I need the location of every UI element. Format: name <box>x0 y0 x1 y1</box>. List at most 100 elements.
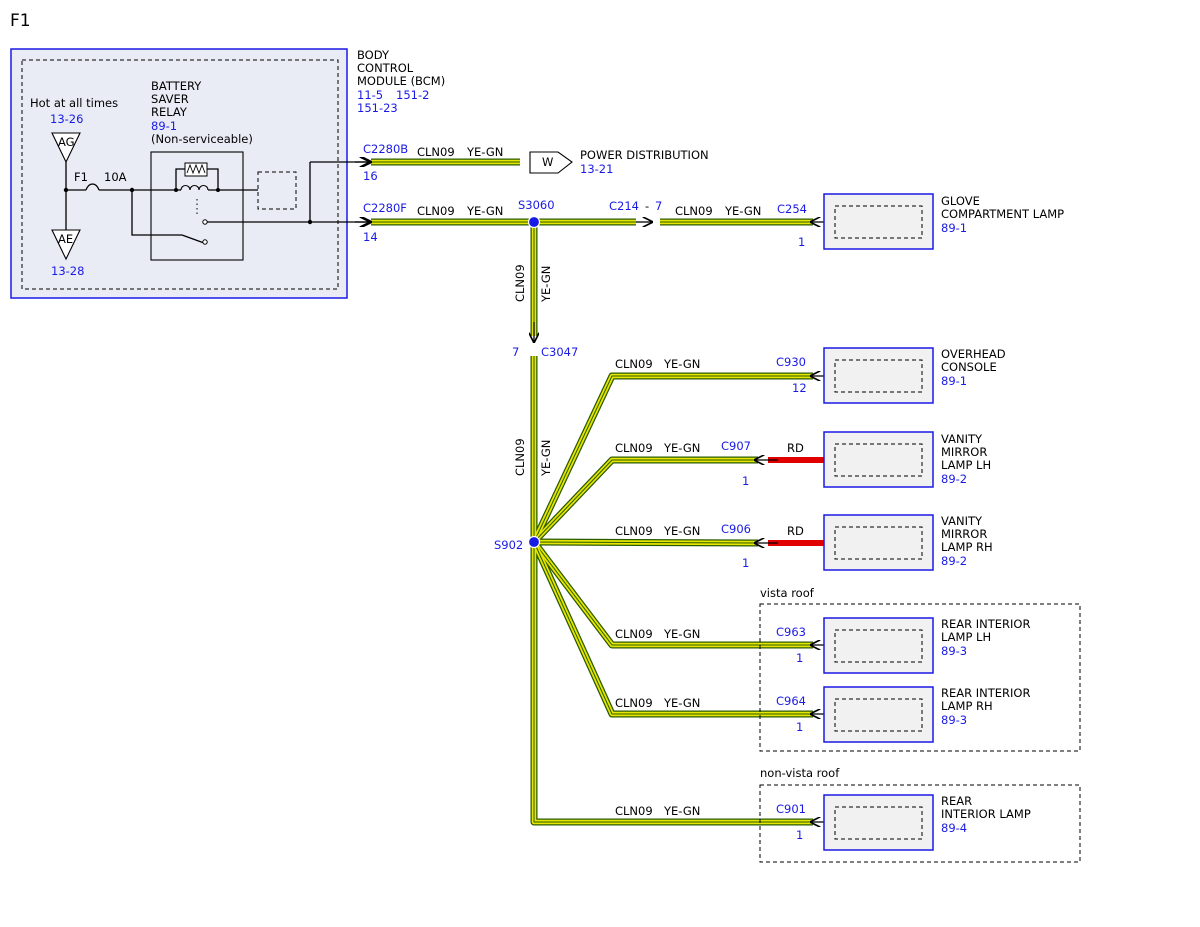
component-name-1: REAR <box>941 794 972 808</box>
component-name-1: OVERHEAD <box>941 347 1006 361</box>
connector-c3047-pin: 7 <box>512 345 519 359</box>
bcm-ref-2[interactable]: 151-2 <box>396 88 429 102</box>
bcm-ref-3[interactable]: 151-23 <box>357 101 398 115</box>
component-ref[interactable]: 89-1 <box>941 374 967 388</box>
component-name-1: VANITY <box>941 514 983 528</box>
connector-c964[interactable]: C964 <box>776 694 806 708</box>
non-vista-roof-label: non-vista roof <box>760 766 840 780</box>
wire-circuit-label: CLN09 <box>615 524 653 538</box>
component-ref[interactable]: 89-4 <box>941 821 967 835</box>
wire-stripe <box>533 459 758 543</box>
component-name-2: LAMP LH <box>941 630 991 644</box>
connector-c3047[interactable]: C3047 <box>541 345 578 359</box>
page-title: F1 <box>10 11 31 31</box>
relay-resistor-zigzag <box>186 163 206 175</box>
connector-c963[interactable]: C963 <box>776 625 806 639</box>
bcm-ref-1[interactable]: 11-5 <box>357 88 383 102</box>
component-rear-interior-lamp-lh[interactable]: REAR INTERIOR LAMP LH 89-3 <box>823 617 1030 674</box>
bcm-module: BODY CONTROL MODULE (BCM) 11-5 151-2 151… <box>10 48 445 299</box>
power-distribution-symbol[interactable] <box>529 151 573 174</box>
wire-color-label: YE-GN <box>724 204 761 218</box>
wire-circuit-label: CLN09 <box>615 696 653 710</box>
component-inner <box>834 359 923 393</box>
component-name-2: MIRROR <box>941 527 987 541</box>
hot-at-all-times-label: Hot at all times <box>30 96 118 110</box>
wire-red-vanity-lh[interactable] <box>768 457 826 463</box>
junction-dot <box>216 188 220 192</box>
red-wire-color-label: RD <box>787 441 804 455</box>
component-inner <box>834 629 923 663</box>
internal-dashed-box <box>257 171 297 210</box>
component-rear-interior-lamp[interactable]: REAR INTERIOR LAMP 89-4 <box>823 794 1031 851</box>
wire-circuit-label: CLN09 <box>417 145 455 159</box>
component-ref[interactable]: 89-1 <box>941 221 967 235</box>
wire-color-label: YE-GN <box>663 441 700 455</box>
relay-ref[interactable]: 89-1 <box>151 119 177 133</box>
connector-c963-pin: 1 <box>796 651 803 665</box>
splice-s902[interactable] <box>527 535 541 549</box>
component-name-2: COMPARTMENT LAMP <box>941 207 1064 221</box>
bcm-name-2: CONTROL <box>357 61 414 75</box>
wire-circuit-label: CLN09 <box>513 438 527 476</box>
connector-c2280b[interactable]: C2280B <box>363 142 408 156</box>
harness-wires <box>371 158 813 826</box>
vista-roof-region <box>759 603 1081 752</box>
wire-stripe <box>533 542 813 823</box>
red-wire-color-label: RD <box>787 524 804 538</box>
splice-s3060-label[interactable]: S3060 <box>518 198 555 212</box>
ae-ref[interactable]: 13-28 <box>51 264 84 278</box>
component-ref[interactable]: 89-2 <box>941 554 967 568</box>
wire-circuit-label: CLN09 <box>417 204 455 218</box>
wire-red-vanity-rh[interactable] <box>768 540 826 546</box>
component-vanity-mirror-lamp-lh[interactable]: VANITY MIRROR LAMP LH 89-2 <box>823 431 991 488</box>
component-inner <box>834 806 923 840</box>
connector-c214-dash: - <box>645 199 649 213</box>
connector-c214[interactable]: C214 <box>609 199 639 213</box>
component-ref[interactable]: 89-3 <box>941 713 967 727</box>
connector-c2280f[interactable]: C2280F <box>363 201 407 215</box>
component-name-2: MIRROR <box>941 445 987 459</box>
component-box <box>823 617 934 674</box>
component-ref[interactable]: 89-2 <box>941 472 967 486</box>
splice-s3060[interactable] <box>527 215 541 229</box>
component-name-3: LAMP LH <box>941 458 991 472</box>
relay-name-1: BATTERY <box>151 79 202 93</box>
wire-circuit-label: CLN09 <box>615 441 653 455</box>
hot-ref[interactable]: 13-26 <box>50 112 83 126</box>
wire-s902-to-c901[interactable] <box>530 542 813 826</box>
connector-c901[interactable]: C901 <box>776 802 806 816</box>
wire-circuit-label: CLN09 <box>615 804 653 818</box>
connector-c906[interactable]: C906 <box>721 522 751 536</box>
component-vanity-mirror-lamp-rh[interactable]: VANITY MIRROR LAMP RH 89-2 <box>823 514 993 571</box>
connector-c930-pin: 12 <box>792 381 807 395</box>
component-rear-interior-lamp-rh[interactable]: REAR INTERIOR LAMP RH 89-3 <box>823 686 1030 743</box>
connector-c254[interactable]: C254 <box>777 202 807 216</box>
wire-color-label: YE-GN <box>663 696 700 710</box>
component-name-3: LAMP RH <box>941 540 993 554</box>
component-overhead-console[interactable]: OVERHEAD CONSOLE 89-1 <box>823 347 1006 404</box>
wire-color-label: YE-GN <box>539 440 553 477</box>
component-box <box>823 347 934 404</box>
component-name-1: VANITY <box>941 432 983 446</box>
connector-c907[interactable]: C907 <box>721 439 751 453</box>
component-box <box>823 794 934 851</box>
component-glove-compartment-lamp[interactable]: GLOVE COMPARTMENT LAMP 89-1 <box>823 193 1064 250</box>
splice-s902-label[interactable]: S902 <box>494 538 523 552</box>
component-inner <box>834 205 923 239</box>
component-name-2: LAMP RH <box>941 699 993 713</box>
connector-c930[interactable]: C930 <box>776 355 806 369</box>
component-name-1: REAR INTERIOR <box>941 686 1030 700</box>
component-ref[interactable]: 89-3 <box>941 644 967 658</box>
wire-stripe <box>533 541 813 715</box>
ag-terminal-label: AG <box>58 135 75 149</box>
connector-c906-pin: 1 <box>742 556 749 570</box>
component-box <box>823 193 934 250</box>
power-distribution-ref[interactable]: 13-21 <box>580 162 613 176</box>
relay-coil-icon <box>180 184 209 191</box>
component-box <box>823 431 934 488</box>
fuse-name: F1 <box>74 170 88 184</box>
component-box <box>823 514 934 571</box>
wire-fill <box>531 542 813 825</box>
relay-note: (Non-serviceable) <box>151 132 253 146</box>
